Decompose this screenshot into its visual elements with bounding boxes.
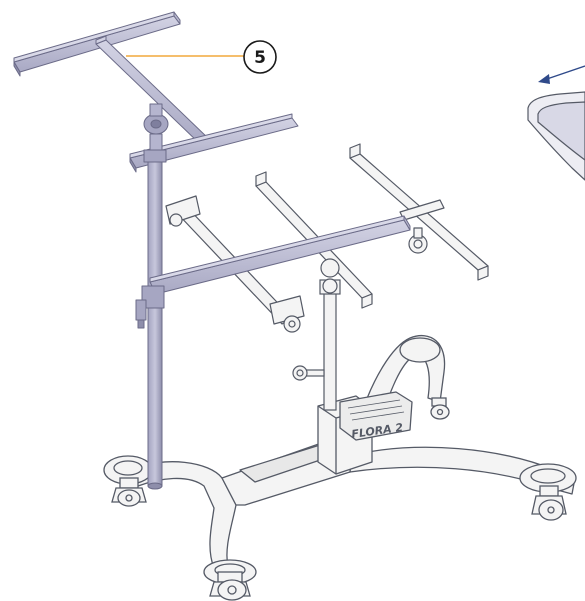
tray-pointer-arrow [538,65,585,84]
height-column [292,278,341,411]
base-frame [103,334,577,585]
tray-edge [527,91,585,181]
caster-back-right [430,397,450,420]
caster-left [111,477,147,507]
callout-number: 5 [254,48,266,68]
t-bar-assembly [13,11,411,490]
callout-5: 5 [126,40,277,74]
caster-front-left [209,571,251,601]
caster-right [531,485,567,521]
callout-circle [243,40,277,74]
